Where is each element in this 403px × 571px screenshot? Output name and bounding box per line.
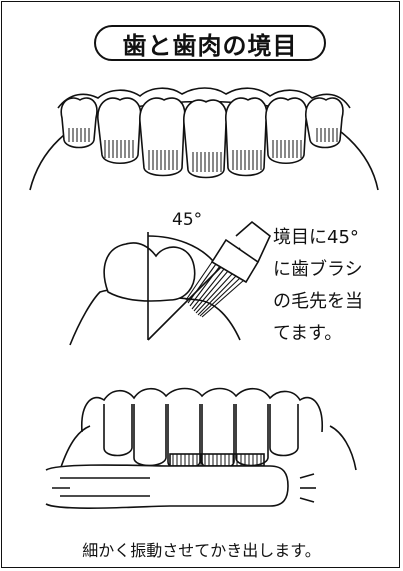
- instruction-line: てます。: [273, 318, 393, 350]
- teeth-row-illustration: [30, 88, 378, 190]
- caption: 細かく振動させてかき出します。: [0, 537, 403, 561]
- instruction-line: 境目に45°: [273, 222, 393, 254]
- angle-label: 45°: [172, 210, 202, 230]
- instruction-line: に歯ブラシ: [273, 254, 393, 286]
- instruction-line: の毛先を当: [273, 286, 393, 318]
- brushing-illustration: [46, 389, 356, 509]
- instruction-text: 境目に45° に歯ブラシ の毛先を当 てます。: [273, 222, 393, 350]
- tooth-brush-angle-illustration: [70, 222, 270, 345]
